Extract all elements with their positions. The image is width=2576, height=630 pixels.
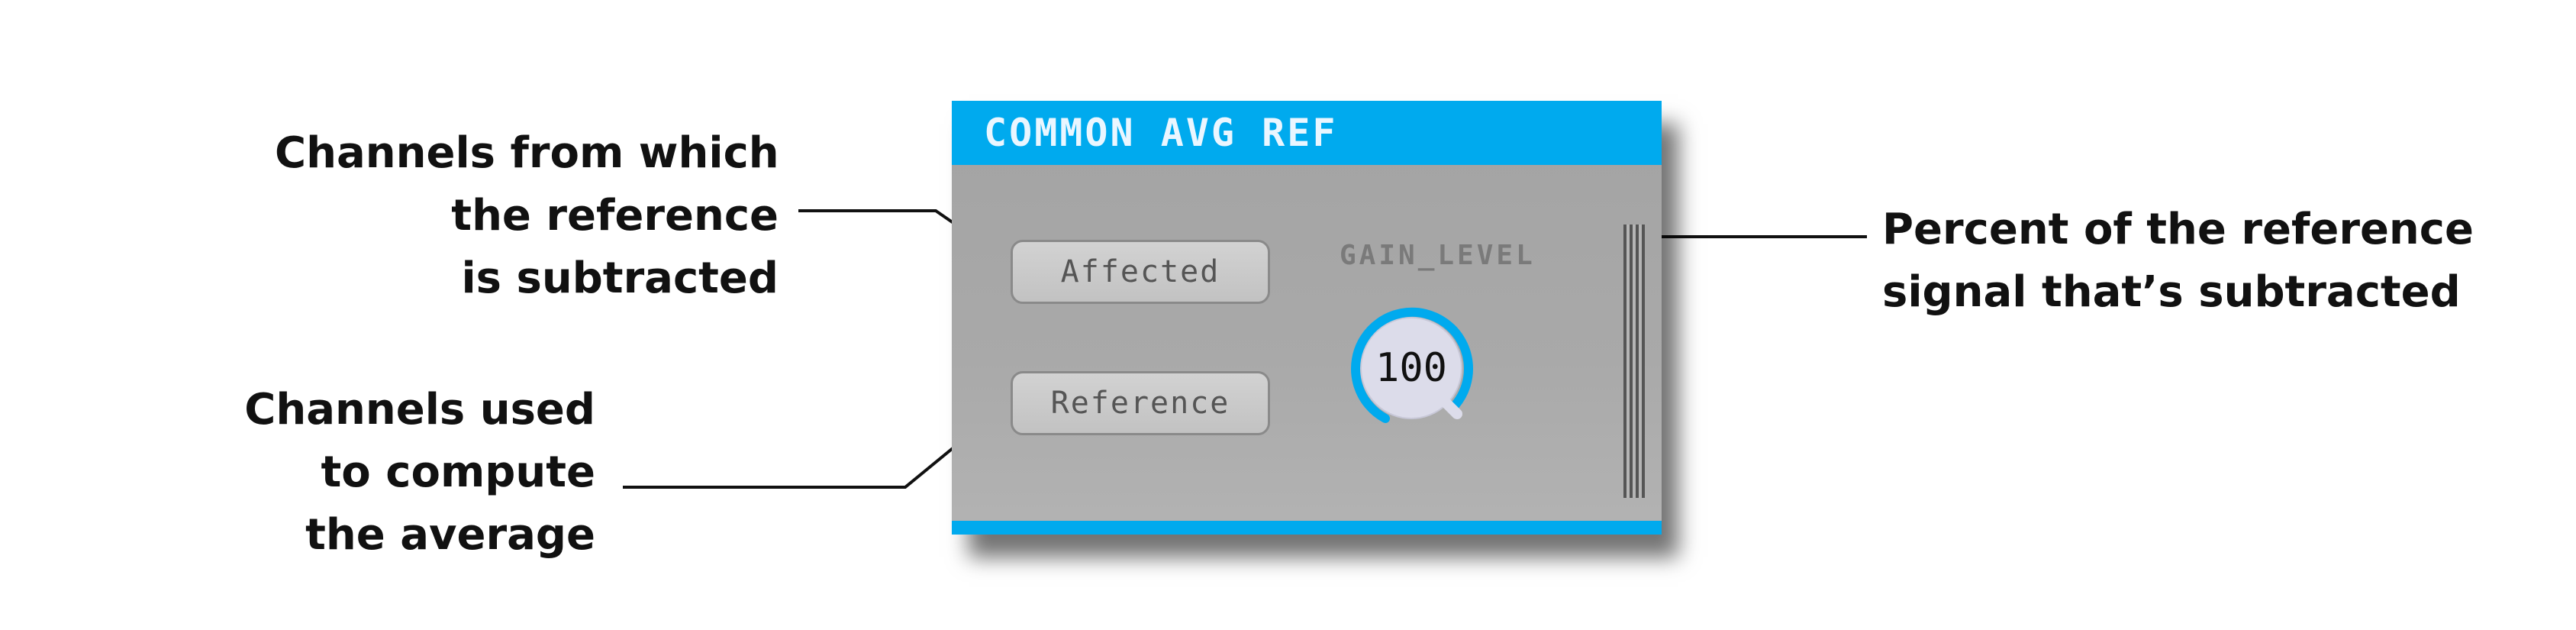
annotation-reference-line-2: to compute [321,447,595,497]
panel-title: COMMON AVG REF [984,111,1338,155]
annotation-gain: Percent of the reference signal that’s s… [1882,199,2508,324]
annotation-gain-line-2: signal that’s subtracted [1882,267,2461,317]
common-avg-ref-panel: COMMON AVG REF Affected Reference GAIN_L… [952,101,1662,535]
vertical-scrollbar[interactable] [1623,225,1645,498]
panel-header: COMMON AVG REF [952,101,1662,165]
annotation-reference: Channels used to compute the average [214,379,595,567]
annotation-affected: Channels from which the reference is sub… [275,122,779,310]
gain-level-knob[interactable]: 100 [1341,298,1481,438]
annotation-affected-line-3: is subtracted [461,254,779,303]
reference-button[interactable]: Reference [1011,371,1270,435]
gain-level-value: 100 [1375,345,1447,391]
affected-button[interactable]: Affected [1011,240,1270,304]
annotation-gain-line-1: Percent of the reference [1882,205,2474,254]
gain-level-label: GAIN_LEVEL [1340,240,1536,271]
rotary-knob-icon [1351,307,1473,423]
annotation-affected-line-2: the reference [451,191,779,241]
annotation-reference-line-1: Channels used [244,385,595,435]
annotation-affected-line-1: Channels from which [275,128,779,178]
annotation-reference-line-3: the average [305,510,595,560]
panel-footer [952,521,1662,535]
